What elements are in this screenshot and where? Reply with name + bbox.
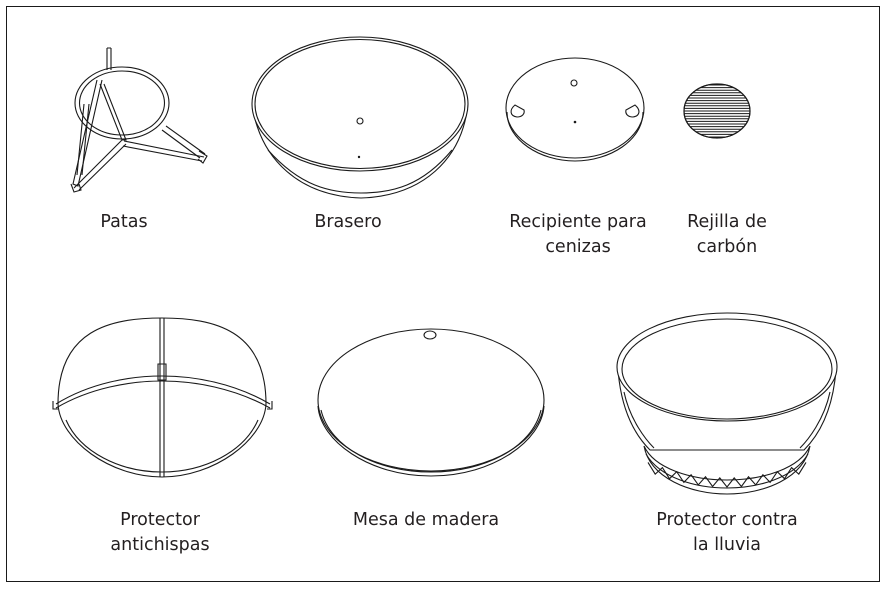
rain-cover-label-line2: la lluvia bbox=[693, 535, 761, 555]
spark-screen-label-line2: antichispas bbox=[110, 535, 210, 555]
charcoal-grate-label-line2: carbón bbox=[696, 237, 758, 257]
label-ash-pan: Recipiente para cenizas bbox=[509, 210, 646, 260]
label-charcoal-grate: Rejilla de carbón bbox=[687, 210, 767, 260]
diagram-frame bbox=[6, 6, 880, 582]
label-rain-cover: Protector contra la lluvia bbox=[656, 508, 798, 558]
rain-cover-label-line1: Protector contra bbox=[656, 510, 798, 530]
ash-pan-label-line1: Recipiente para bbox=[509, 212, 647, 232]
spark-screen-label-line1: Protector bbox=[120, 510, 200, 530]
label-wood-table: Mesa de madera bbox=[352, 510, 500, 530]
label-legs: Patas bbox=[100, 212, 148, 232]
ash-pan-label-line2: cenizas bbox=[545, 237, 611, 257]
label-brazier: Brasero bbox=[314, 212, 382, 232]
label-spark-screen: Protector antichispas bbox=[110, 508, 209, 558]
charcoal-grate-label-line1: Rejilla de bbox=[687, 212, 767, 232]
